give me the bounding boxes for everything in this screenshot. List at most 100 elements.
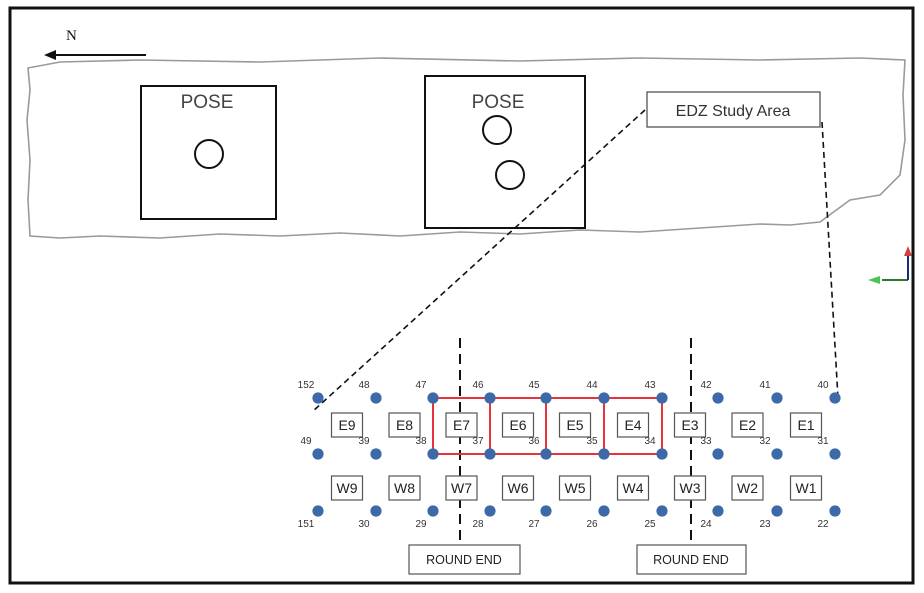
north-label: N [66,28,77,44]
measurement-point [427,505,439,517]
measurement-point [312,392,324,404]
room-box [501,475,535,501]
axes-icon [868,246,912,284]
room-box [388,412,421,438]
room-label: W8 [394,480,415,496]
room-label: W9 [337,480,358,496]
measurement-point [540,505,552,517]
pose-label: POSE [472,92,525,113]
point-label: 33 [700,436,712,447]
borehole-circle [194,139,224,169]
edz-study-area-callout: EDZ Study Area [646,91,821,128]
measurement-point [771,392,783,404]
measurement-point [427,448,439,460]
measurement-point [370,448,382,460]
room-box [789,475,823,501]
room-box [445,412,478,438]
point-label: 40 [817,380,829,391]
edz-label: EDZ Study Area [676,103,791,120]
measurement-point [712,505,724,517]
room-label: W3 [680,480,701,496]
point-label: 152 [298,380,315,391]
point-label: 34 [644,436,656,447]
measurement-point [598,448,610,460]
measurement-point [370,392,382,404]
room-label: E9 [338,417,355,433]
point-label: 46 [472,380,484,391]
measurement-point [712,448,724,460]
measurement-point [656,392,668,404]
room-box [789,412,823,438]
room-label: W2 [737,480,758,496]
round-end-box [636,544,747,575]
point-label: 25 [644,519,656,530]
room-box [330,475,364,501]
room-box [616,412,650,438]
point-label: 43 [644,380,656,391]
point-label: 49 [300,436,312,447]
measurement-point [829,448,841,460]
measurement-point [598,505,610,517]
pose-box-2: POSE [424,75,586,229]
leader-line-right [821,121,839,399]
point-label: 30 [358,519,370,530]
room-box [616,475,650,501]
room-label: E4 [624,417,641,433]
point-label: 32 [759,436,771,447]
point-label: 42 [700,380,712,391]
borehole-circle [482,115,512,145]
room-label: E2 [739,417,756,433]
pose-box-1: POSE [140,85,277,220]
measurement-point [484,505,496,517]
room-box [558,475,592,501]
point-label: 35 [586,436,598,447]
pose-box-outline [424,75,586,229]
room-label: W7 [451,480,472,496]
point-label: 41 [759,380,771,391]
round-end-text: ROUND END [426,553,502,567]
point-label: 22 [817,519,829,530]
room-box [330,412,364,438]
room-box [388,475,421,501]
room-box [501,412,535,438]
room-label: E5 [566,417,583,433]
point-label: 27 [528,519,540,530]
room-box [445,475,478,501]
room-label: W5 [565,480,586,496]
round-end-text: ROUND END [653,553,729,567]
measurement-point [427,392,439,404]
room-label: E3 [681,417,698,433]
measurement-point [540,392,552,404]
measurement-point [829,392,841,404]
point-label: 38 [415,436,427,447]
measurement-point [484,392,496,404]
room-label: E7 [453,417,470,433]
north-arrow: N [44,28,146,60]
room-label: W6 [508,480,529,496]
axes-red-arrow [904,246,912,256]
point-label: 48 [358,380,370,391]
point-label: 28 [472,519,484,530]
measurement-point [484,448,496,460]
room-box [558,412,592,438]
measurement-point [312,505,324,517]
round-end-label-left: ROUND END [408,544,521,575]
point-label: 37 [472,436,484,447]
point-label: 39 [358,436,370,447]
room-label: E6 [509,417,526,433]
room-label: E8 [396,417,413,433]
leader-line-left [311,109,646,413]
outer-border [8,6,915,585]
pose-label: POSE [181,92,234,113]
measurement-point [370,505,382,517]
pose-box-outline [140,85,277,220]
point-label: 31 [817,436,829,447]
point-label: 151 [298,519,315,530]
point-label: 44 [586,380,598,391]
measurement-point [656,505,668,517]
room-label: W4 [623,480,644,496]
room-box [673,412,707,438]
